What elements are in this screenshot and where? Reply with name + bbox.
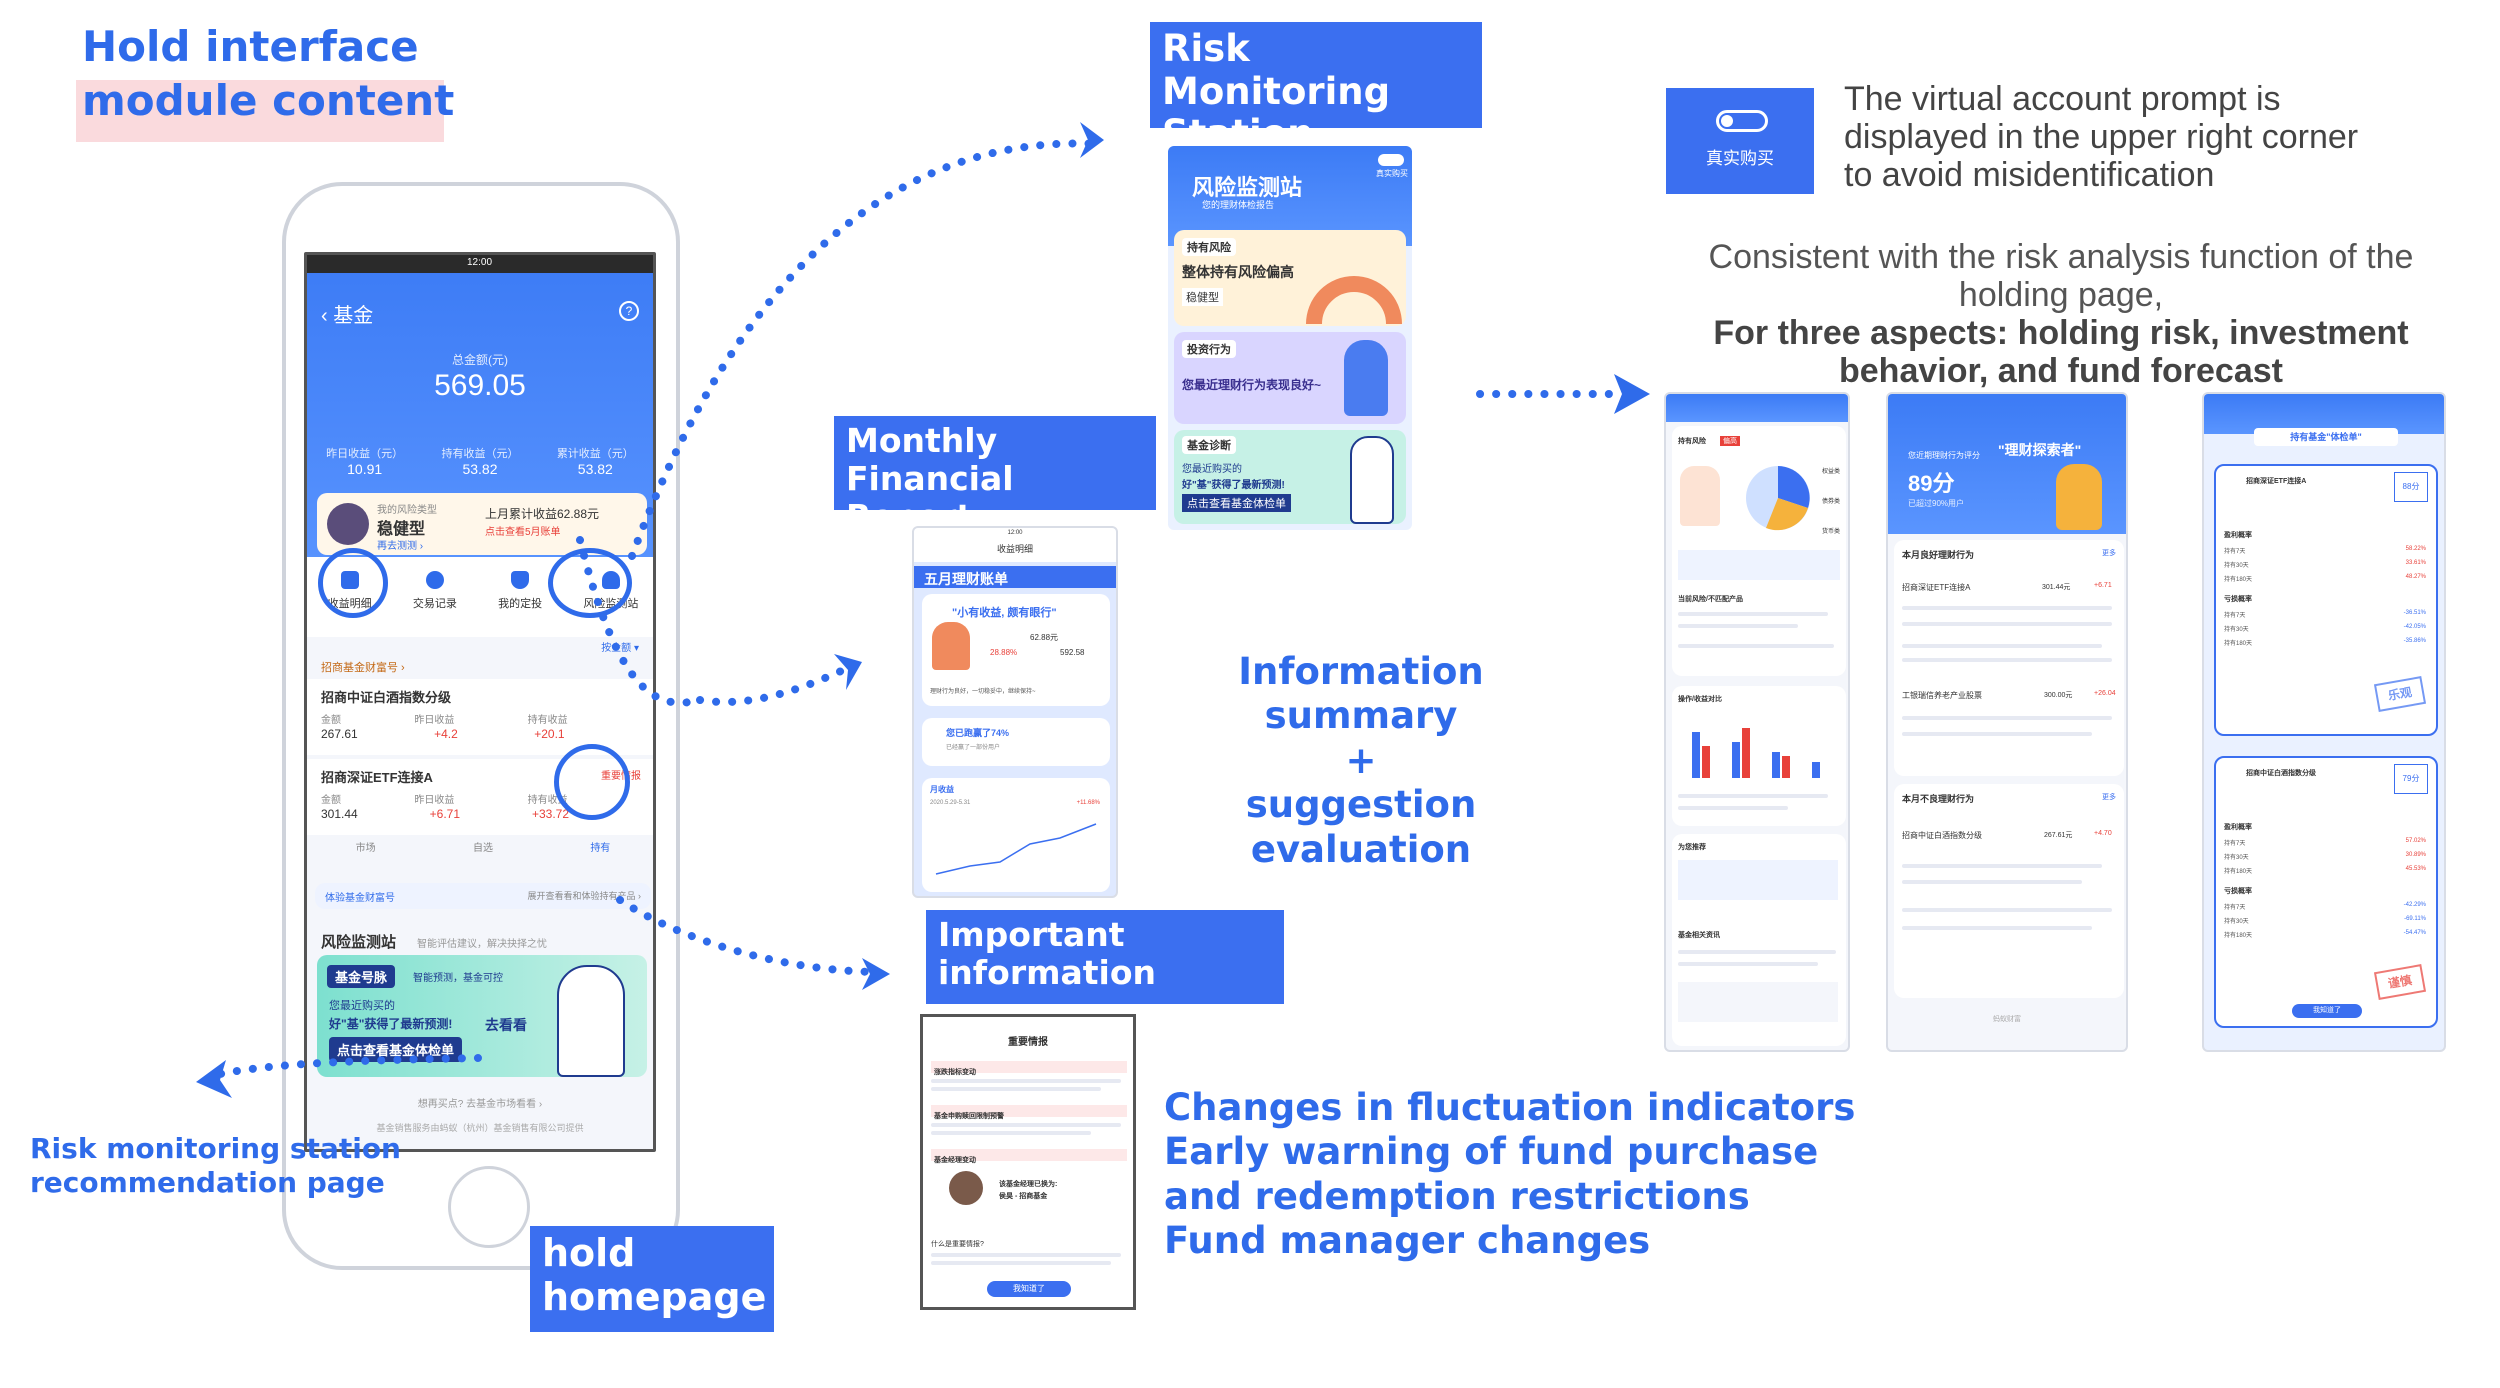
investment-behavior-report: "理财探索者" 您近期理财行为评分 89分 已超过90%用户 本月良好理财行为 …: [1886, 392, 2128, 1052]
monthly-gain: 上月累计收益62.88元: [485, 507, 600, 521]
tab-watchlist[interactable]: 自选: [472, 843, 493, 854]
bad-behavior-card: 本月不良理财行为 更多 招商中证白酒指数分级 267.61元 +4.70: [1894, 784, 2124, 998]
risk-card-holding[interactable]: 持有风险 整体持有风险偏高 稳健型: [1174, 230, 1406, 326]
doctor-illustration: [1350, 436, 1394, 524]
risk-gauge-icon: [1306, 276, 1402, 325]
arrow-head: [834, 654, 862, 690]
arrow-head: [196, 1060, 232, 1098]
person-illustration: [1680, 466, 1720, 526]
banner-go-button[interactable]: 去看看: [485, 1017, 527, 1033]
manager-avatar: [949, 1171, 983, 1205]
quick-action-plan[interactable]: 我的定投: [498, 571, 542, 611]
virtual-toggle-sample: 真实购买: [1666, 88, 1814, 194]
runner-illustration: [932, 622, 970, 670]
monthly-line-chart: 月收益 2020.5.29-5.31 +11.68%: [922, 778, 1110, 892]
virtual-toggle[interactable]: [1378, 154, 1404, 166]
risk-station-title: 风险监测站: [321, 934, 397, 951]
monthly-bill-link[interactable]: 点击查看5月账单: [485, 527, 561, 538]
doctor-illustration: [557, 965, 625, 1077]
monthly-report-screen: 12:00 收益明细 五月理财账单 "小有收益, 颇有眼行" 62.88元 28…: [912, 526, 1118, 898]
retest-link[interactable]: 再去测测 ›: [377, 541, 424, 552]
risk-type-label: 我的风险类型: [377, 505, 437, 516]
trade-record-icon: [425, 571, 444, 589]
total-value: 569.05: [434, 369, 526, 402]
risk-station-subtitle: 智能评估建议，解决抉择之忧: [417, 939, 547, 950]
arrow-head: [1080, 122, 1104, 158]
tab-holding[interactable]: 持有: [590, 843, 611, 854]
banner-cta[interactable]: 点击查看基金体检单: [329, 1037, 463, 1062]
quick-action-trades[interactable]: 交易记录: [413, 571, 457, 611]
arrow-head: [1614, 374, 1650, 414]
fund-name: 招商深证ETF连接A: [321, 770, 433, 785]
income-line: [935, 823, 1097, 875]
bill-summary-card: "小有收益, 颇有眼行" 62.88元 28.88% 592.58 理财行为良好…: [922, 594, 1110, 706]
experience-row[interactable]: 体验基金财富号 展开查看看和体验持有产品 ›: [315, 883, 651, 909]
consistent-note: Consistent with the risk analysis functi…: [1708, 238, 2414, 315]
module-content-title: module content: [82, 76, 455, 125]
fund-forecast-banner[interactable]: 基金号脉 智能预测，基金可控 您最近购买的 好"基"获得了最新预测! 点击查看基…: [317, 955, 647, 1077]
banner-tag: 基金号脉: [327, 965, 396, 988]
highlight-important-info: [554, 744, 630, 820]
risk-card-behavior[interactable]: 投资行为 您最近理财行为表现良好~: [1174, 332, 1406, 424]
holding-risk-report: 持有风险 偏高 权益类 债券类 货币类 当前风险/不匹配产品 操作/收益对比 为…: [1664, 392, 1850, 1052]
tab-market[interactable]: 市场: [355, 843, 376, 854]
holding-risk-card: 持有风险 偏高 权益类 债券类 货币类 当前风险/不匹配产品: [1672, 426, 1846, 676]
asset-pie-chart: [1746, 466, 1810, 531]
stat-yesterday: 昨日收益（元）10.91: [326, 448, 404, 477]
fund-item-baijiu[interactable]: 招商中证白酒指数分级 金额昨日收益持有收益 267.61+4.2+20.1: [307, 679, 653, 755]
footer-market-link[interactable]: 想再买点? 去基金市场看看 ›: [417, 1099, 543, 1110]
risk-type-card[interactable]: 我的风险类型 稳健型 再去测测 › 上月累计收益62.88元 点击查看5月账单: [317, 493, 647, 555]
risk-screen-title: 风险监测站: [1192, 175, 1303, 200]
back-button[interactable]: ‹ 基金: [321, 305, 374, 327]
risk-type-value: 稳健型: [377, 521, 426, 538]
account-link[interactable]: 招商基金财富号 ›: [321, 662, 405, 674]
stat-holding: 持有收益（元）53.82: [441, 448, 519, 477]
highlight-risk-station: [548, 548, 632, 618]
important-info-screen: 重要情报 涨跌指标变动 基金申购赎回限制预警 基金经理变动 该基金经理已换为: …: [920, 1014, 1136, 1310]
risk-station-screen: 风险监测站 您的理财体检报告 真实购买 持有风险 整体持有风险偏高 稳健型 投资…: [1168, 146, 1412, 530]
three-aspects-note: For three aspects: holding risk, investm…: [1713, 314, 2409, 391]
hold-interface-title: Hold interface: [82, 22, 419, 71]
total-label: 总金额(元): [452, 353, 508, 367]
avatar: [327, 503, 369, 545]
beat-card: 您已跑赢了74% 已经赢了一部份用户: [922, 718, 1110, 766]
behavior-score: 89分: [1908, 471, 1955, 496]
stat-total: 累计收益（元）53.82: [556, 448, 634, 477]
status-time: 12:00: [467, 257, 493, 268]
help-icon[interactable]: ?: [619, 301, 639, 321]
sort-select[interactable]: 按金额 ▾: [601, 643, 639, 654]
explorer-illustration: [2056, 464, 2102, 530]
highlight-income-detail: [318, 548, 388, 618]
home-button[interactable]: [448, 1166, 530, 1248]
bottom-tabs: 市场 自选 持有: [307, 839, 653, 854]
footer-provider: 基金销售服务由蚂蚁（杭州）基金销售有限公司提供: [376, 1123, 584, 1133]
hold-homepage-screen: 12:00 ‹ 基金 ? 总金额(元) 569.05 昨日收益（元）10.91 …: [304, 252, 656, 1152]
back-title: 基金: [333, 305, 374, 327]
good-behavior-card: 本月良好理财行为 更多 招商深证ETF连接A 301.44元 +6.71 工银瑞…: [1894, 540, 2124, 776]
person-illustration: [1344, 340, 1388, 416]
arrow-head: [862, 958, 890, 990]
module-content-label: [76, 80, 444, 142]
behavior-compare-card: 操作/收益对比: [1672, 686, 1846, 826]
auto-invest-icon: [511, 571, 530, 589]
recommend-card: 为您推荐 基金相关资讯: [1672, 834, 1846, 1046]
summary-note: Information summary+suggestion evaluatio…: [1238, 650, 1484, 871]
got-it-button[interactable]: 我知道了: [2292, 1004, 2362, 1018]
got-it-button[interactable]: 我知道了: [987, 1281, 1071, 1297]
compare-bar-chart: [1692, 728, 1820, 778]
risk-card-forecast[interactable]: 基金诊断 您最近购买的 好"基"获得了最新预测! 点击查看基金体检单: [1174, 430, 1406, 524]
fund-name: 招商中证白酒指数分级: [321, 690, 452, 705]
